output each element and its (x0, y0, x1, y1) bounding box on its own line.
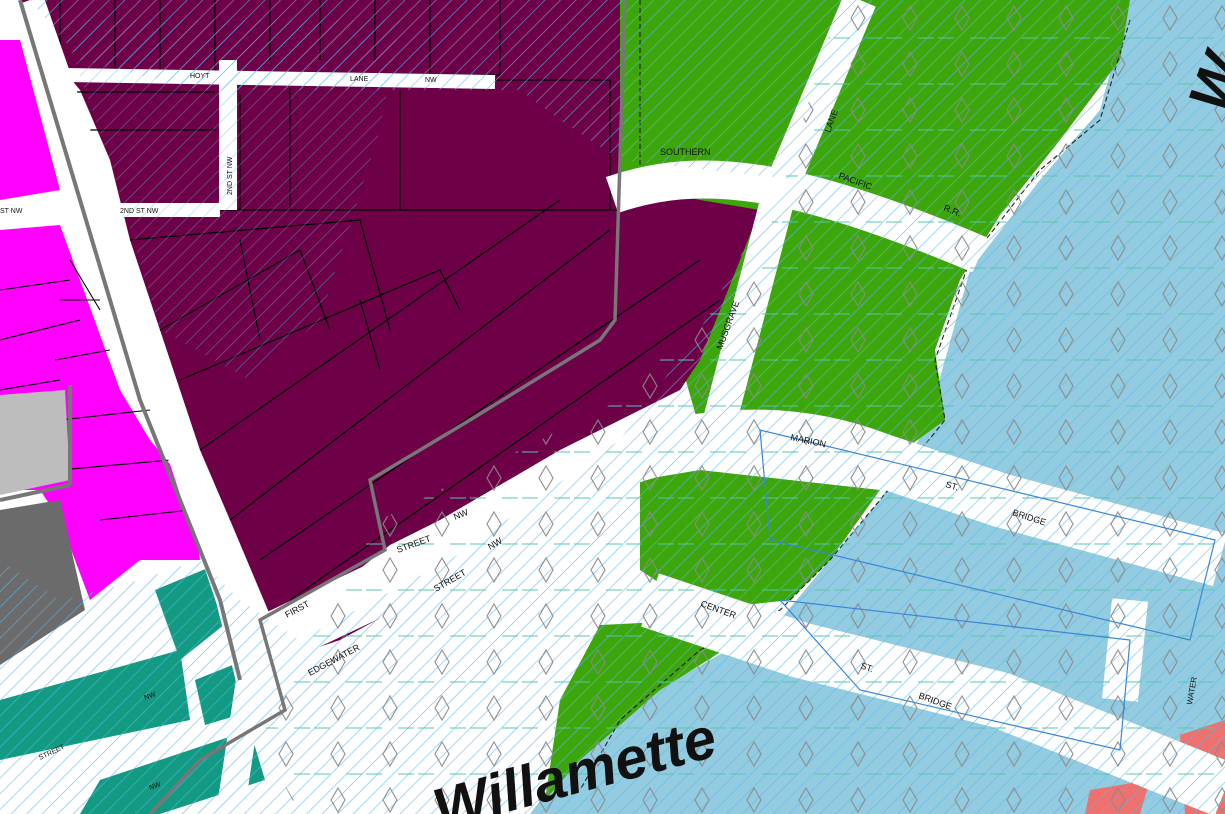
gray-zone-border (0, 385, 72, 502)
street-label-nw-sw: NW (143, 691, 157, 702)
street-label-hoyt-mid: LANE (350, 76, 369, 83)
street-label-second-horizontal: 2ND ST NW (120, 208, 159, 215)
left-boundary-line (18, 0, 242, 681)
floodway-hatch-industrial (60, 20, 400, 380)
floodplain-symbols (260, 0, 1225, 814)
street-label-st-nw: ST NW (0, 208, 23, 215)
bridge-outline-south (778, 599, 1131, 751)
commercial-parcel-lines (0, 259, 191, 521)
street-label-second-vertical: 2ND ST NW (227, 156, 234, 195)
zone-boundary-line (148, 0, 627, 814)
street-label-hoyt-prefix: HOYT (190, 73, 210, 80)
street-label-st-a: ST. (944, 479, 959, 492)
gray-zone (0, 390, 70, 495)
street-label-st-b: ST. (859, 660, 875, 674)
street-label-nw-sw-2: NW (148, 781, 162, 792)
bridge-outline-north (759, 429, 1216, 641)
street-label-hoyt-suffix: NW (425, 77, 437, 84)
street-label-southern: SOUTHERN (660, 147, 711, 157)
